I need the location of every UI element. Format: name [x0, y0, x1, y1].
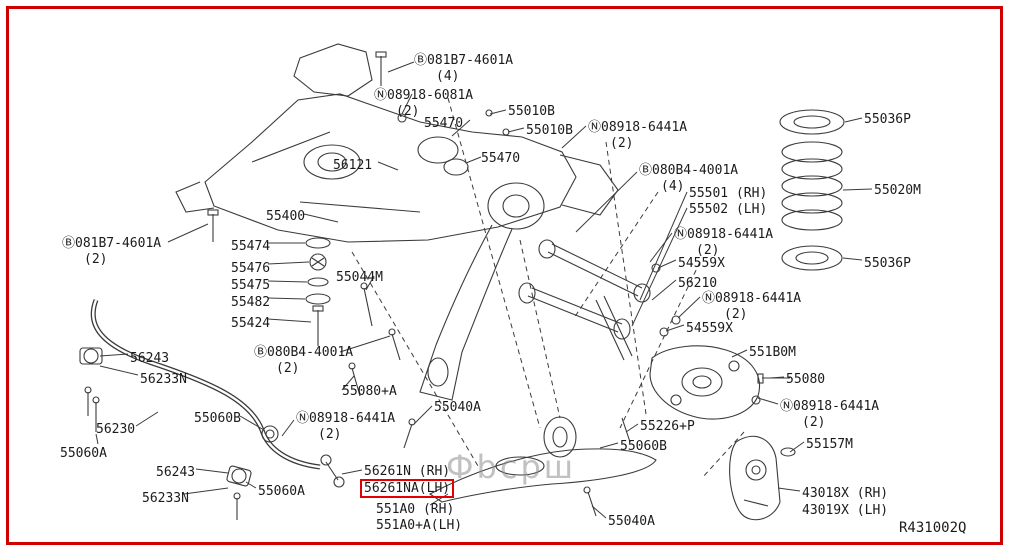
part-label: 55475 — [231, 278, 271, 293]
part-label: 55060B — [620, 439, 667, 454]
subframe-crossmember — [175, 43, 619, 243]
part-label: 55060B — [194, 411, 241, 426]
part-label: 56121 — [333, 158, 373, 173]
part-label: 55157M — [806, 437, 853, 452]
qty-label: (2) — [802, 415, 826, 430]
part-label: 55044M — [336, 270, 383, 285]
part-label: 55060A — [60, 446, 107, 461]
part-label: Ⓝ08918-6441A — [296, 411, 396, 426]
part-label: 56261N (RH) — [364, 464, 451, 479]
qty-label: (2) — [610, 136, 634, 151]
part-label: 55080+A — [342, 384, 397, 399]
part-label: 43019X (LH) — [802, 503, 889, 518]
lower-arm — [649, 345, 760, 420]
part-label: Ⓝ08918-6441A — [702, 291, 802, 306]
part-label: 55060A — [258, 484, 305, 499]
part-label: 55040A — [608, 514, 655, 529]
diagram-ref-code: R431002Q — [899, 520, 967, 536]
part-label: 56230 — [96, 422, 136, 437]
coil-spring — [779, 109, 845, 271]
part-label: 54559X — [678, 256, 725, 271]
part-label: Ⓑ080B4-4001A — [254, 345, 354, 360]
qty-label: (2) — [318, 427, 342, 442]
qty-label: (2) — [84, 252, 108, 267]
leader-lines — [95, 61, 873, 519]
part-label: 55080 — [786, 372, 826, 387]
part-label: 551A0 (RH) — [376, 502, 455, 517]
part-label: 55474 — [231, 239, 271, 254]
part-label: 56243 — [156, 465, 196, 480]
mount-hardware-stack — [305, 237, 373, 346]
stabilizer-bar — [79, 299, 345, 520]
part-label: 55040A — [434, 400, 481, 415]
part-label: 55501 (RH) — [689, 186, 768, 201]
qty-label: (2) — [276, 361, 300, 376]
part-label: 551B0M — [749, 345, 796, 360]
qty-label: (4) — [436, 69, 460, 84]
part-label: Ⓝ08918-6441A — [588, 120, 688, 135]
part-label: 55226+P — [640, 419, 695, 434]
part-label: Ⓝ08918-6441A — [780, 399, 880, 414]
part-label: 55476 — [231, 261, 271, 276]
qty-label: (2) — [724, 307, 748, 322]
part-label: 55400 — [266, 209, 306, 224]
part-label: Ⓝ08918-6441A — [674, 227, 774, 242]
part-label: Ⓑ081B7-4601A — [62, 236, 162, 251]
part-label: 43018X (RH) — [802, 486, 889, 501]
qty-label: (2) — [696, 243, 720, 258]
part-label: 56210 — [678, 276, 718, 291]
part-label: 55482 — [231, 295, 271, 310]
part-label: 551A0+A(LH) — [376, 518, 463, 533]
upper-links — [518, 239, 651, 361]
part-label: Ⓑ080B4-4001A — [639, 163, 739, 178]
part-label: Ⓑ081B7-4601A — [414, 53, 514, 68]
part-label: 55036P — [864, 256, 911, 271]
part-label: 55020M — [874, 183, 921, 198]
part-label: 55470 — [481, 151, 521, 166]
center-housing — [419, 182, 545, 401]
part-label: 56233N — [140, 372, 187, 387]
part-label: 55502 (LH) — [689, 202, 768, 217]
part-label: 55036P — [864, 112, 911, 127]
part-label: 55470 — [424, 116, 464, 131]
part-label: 56233N — [142, 491, 189, 506]
part-label: 56243 — [130, 351, 170, 366]
watermark: Фbcpш — [446, 448, 577, 486]
construction-lines — [351, 97, 745, 479]
part-label: Ⓝ08918-6081A — [374, 88, 474, 103]
hub-knuckle — [729, 435, 796, 521]
part-label: 55424 — [231, 316, 271, 331]
qty-label: (2) — [396, 104, 420, 119]
part-label: 55010B — [508, 104, 555, 119]
part-label: 55010B — [526, 123, 573, 138]
qty-label: (4) — [661, 179, 685, 194]
highlighted-part-label: 56261NA(LH) — [360, 479, 455, 498]
part-label: 54559X — [686, 321, 733, 336]
